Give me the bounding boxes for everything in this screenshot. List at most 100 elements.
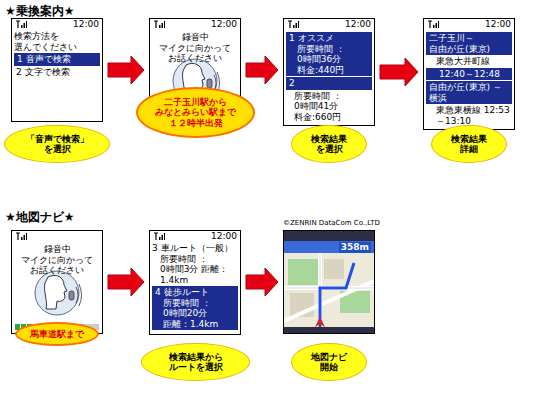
band-text: 1 音声で検索 [17, 54, 97, 65]
callout-bubble: 馬車道駅まで [15, 322, 99, 346]
signal-bar [438, 21, 439, 28]
callout-text: 検索結果 詳細 [445, 134, 493, 155]
screen-content: 録音中マイクに向かって お話ください [12, 242, 102, 277]
antenna-icon [153, 232, 165, 241]
phone-screen: 12:00検索方法を 選んでください 1 音声で検索 2 文字で検索 [11, 18, 103, 122]
callout-bubble: 検索結果から ルートを選択 [141, 343, 250, 381]
screen-text: 12:00 [345, 19, 371, 30]
signal-bar [162, 235, 164, 240]
status-bar: 12:00 [150, 231, 240, 242]
highlight-band: 自由が丘(東京) ～横浜 [426, 81, 512, 104]
band-text: 自由が丘(東京) ～横浜 [429, 82, 509, 103]
signal-bar [21, 25, 23, 28]
status-bar [12, 231, 102, 242]
red-arrow [108, 56, 144, 84]
screen-content: 検索方法を 選んでください 1 音声で検索 2 文字で検索 [12, 30, 102, 78]
callout-text: 馬車道駅まで [30, 329, 84, 340]
band-text: 2 [289, 78, 369, 89]
band-text: 二子玉川～自由が丘(東京) [429, 33, 509, 54]
signal-bar [159, 25, 161, 28]
callout-inner: 検索結果 を選択 [305, 134, 353, 155]
screen-text: 検索方法を 選んでください [14, 31, 100, 52]
status-bar: 12:00 [424, 19, 514, 30]
callout-text: 二子玉川駅から みなとみらい駅まで １２時半出発 [155, 97, 237, 129]
band-text: 所要時間 ：0時間20分 距離：1.4km [155, 298, 235, 330]
park [288, 259, 318, 285]
antenna-icon [15, 232, 27, 241]
antenna-stroke [428, 21, 432, 28]
callout-text: 地図ナビ 開始 [305, 352, 353, 373]
status-bar: 12:00 [12, 19, 102, 30]
antenna-stroke [154, 21, 158, 28]
screen-text: 12:00 [485, 19, 511, 30]
screen-text: 録音中 [14, 244, 100, 255]
highlight-band: 2 [286, 77, 372, 90]
antenna-stroke [154, 233, 158, 240]
signal-bar [21, 237, 23, 240]
phone-screen: 12:003 車ルート（一般）所要時間 ：0時間3分 距離：1.4km4 徒歩ル… [149, 230, 241, 335]
callout-inner: 「音声で検索」 を選択 [21, 134, 93, 155]
signal-bar [26, 233, 27, 240]
road-edge [284, 253, 374, 333]
sound-wave [76, 284, 82, 306]
screen-content: 1 オススメ所要時間 ：0時間36分 料金:440円2所要時間 ：0時間41分 … [284, 30, 374, 123]
callout-bubble: 地図ナビ 開始 [291, 343, 367, 381]
route-line [320, 263, 354, 329]
position-mark [315, 317, 325, 327]
red-arrow [246, 268, 278, 296]
info-bar [284, 241, 374, 253]
red-arrow [246, 56, 278, 84]
signal-bar [164, 233, 165, 240]
highlight-band: 二子玉川～自由が丘(東京) [426, 32, 512, 55]
callout-text: 検索結果から ルートを選択 [159, 352, 233, 373]
phone-screen: 358m [283, 230, 375, 334]
red-arrow [108, 268, 144, 296]
section-heading: ★地図ナビ★ [5, 209, 75, 226]
signal-bar [433, 25, 435, 28]
antenna-stroke [288, 21, 292, 28]
phone-screen: 録音中マイクに向かって お話ください [11, 230, 103, 334]
antenna-icon [153, 20, 165, 29]
screen-text: 2 文字で検索 [14, 67, 100, 78]
signal-bar [298, 21, 299, 28]
antenna-icon [15, 20, 27, 29]
signal-bar [162, 23, 164, 28]
microphone [69, 291, 74, 300]
band-text: 4 徒歩ルート [155, 287, 235, 298]
screen-text: 所要時間 ：0時間3分 距離：1.4km [152, 254, 238, 286]
highlight-band: 1 オススメ所要時間 ：0時間36分 料金:440円 [286, 32, 372, 76]
phone-screen: 12:00二子玉川～自由が丘(東京)東急大井町線12:40～12:48自由が丘(… [423, 18, 515, 130]
signal-bar [436, 23, 438, 28]
band-text: 12:40～12:48 [429, 69, 509, 80]
section-heading: ★乗換案内★ [5, 3, 75, 20]
map-ground [284, 231, 374, 333]
antenna-stroke [16, 21, 20, 28]
face-profile [45, 275, 67, 309]
screen-content [284, 231, 374, 233]
status-bar: 12:00 [150, 19, 240, 30]
block [324, 259, 344, 279]
highlight-band: 12:40～12:48 [426, 68, 512, 81]
antenna-icon [287, 20, 299, 29]
band-text: 所要時間 ：0時間36分 料金:440円 [289, 44, 369, 76]
red-arrow [380, 58, 418, 86]
screen-text: 12:00 [73, 19, 99, 30]
signal-bar [164, 21, 165, 28]
callout-text: 検索結果 を選択 [305, 134, 353, 155]
highlight-band: 4 徒歩ルート所要時間 ：0時間20分 距離：1.4km [152, 286, 238, 330]
callout-bubble: 二子玉川駅から みなとみらい駅まで １２時半出発 [136, 87, 255, 138]
band-text: 1 オススメ [289, 33, 369, 44]
callout-bubble: 検索結果 詳細 [431, 125, 507, 163]
screen-text: マイクに向かって お話ください [14, 255, 100, 276]
screen-text: 12:00 [211, 19, 237, 30]
road [284, 253, 374, 333]
callout-inner: 馬車道駅まで [30, 329, 84, 340]
signal-bar [24, 235, 26, 240]
status-bar: 12:00 [284, 19, 374, 30]
screen-text: マイクに向かって お話ください [152, 43, 238, 64]
callout-bubble: 「音声で検索」 を選択 [4, 125, 110, 163]
copyright-note: ©ZENRIN DataCom Co.,LTD [283, 219, 380, 227]
callout-inner: 二子玉川駅から みなとみらい駅まで １２時半出発 [155, 97, 237, 129]
callout-inner: 検索結果 詳細 [445, 134, 493, 155]
